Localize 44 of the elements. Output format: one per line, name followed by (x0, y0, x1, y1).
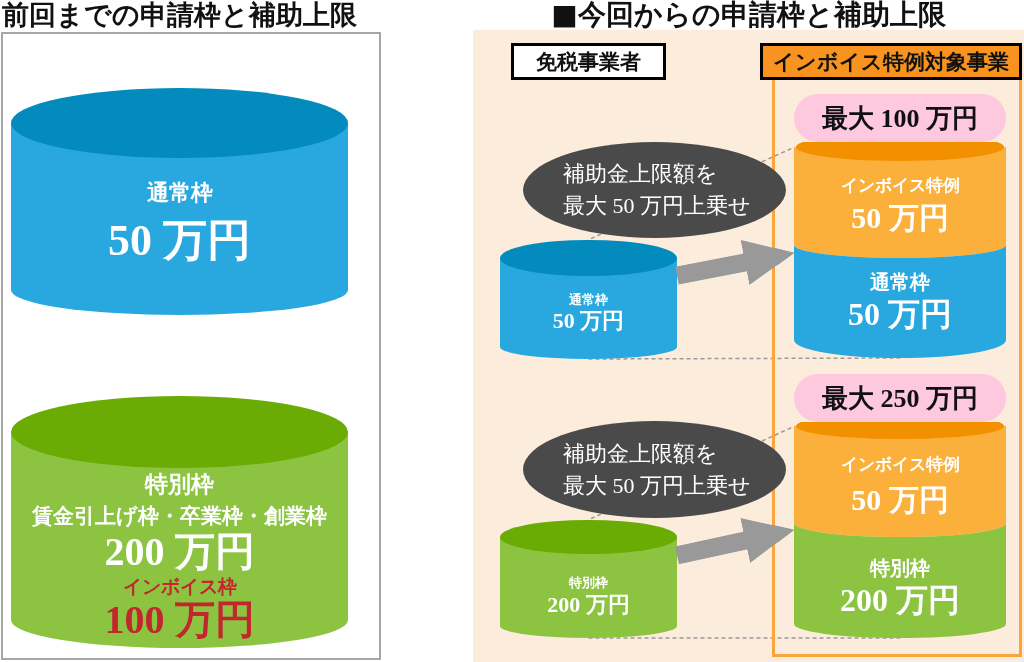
block-arrow (675, 518, 795, 565)
callout-text: 補助金上限額を最大 50 万円上乗せ (563, 160, 751, 220)
frame-name: 特別枠 (870, 556, 930, 580)
cylinder-rim (796, 422, 1004, 439)
cylinder (11, 88, 348, 315)
amount: 50 万円 (552, 307, 625, 334)
block-arrow (675, 239, 795, 286)
amount: 100 万円 (104, 596, 255, 644)
amount: 50 万円 (851, 200, 949, 236)
callout-ellipse (523, 421, 786, 518)
max-amount-pill: 最大 250 万円 (794, 374, 1006, 422)
cylinder-rim (796, 142, 1004, 161)
frame-name: 特別枠 (145, 471, 214, 500)
comparison-panel (473, 0, 1024, 662)
panel-title: ■今回からの申請枠と補助上限 (551, 0, 946, 30)
amount: 200 万円 (104, 528, 255, 576)
max-amount-pill: 最大 100 万円 (794, 94, 1006, 142)
frame-name: インボイス特例 (840, 454, 960, 475)
cylinder (500, 240, 677, 359)
frame-name: インボイス特例 (840, 175, 960, 196)
cylinder-segment (794, 422, 1006, 537)
panel-title: 前回までの申請枠と補助上限 (2, 0, 357, 30)
cylinder-segment (794, 142, 1006, 258)
amount: 200 万円 (840, 580, 960, 619)
frame-name: インボイス枠 (122, 574, 237, 598)
group-frame (760, 43, 1022, 657)
cylinder-segment (794, 523, 1006, 638)
frame-name: 通常枠 (870, 270, 930, 294)
cylinder (500, 520, 677, 638)
amount: 50 万円 (851, 482, 949, 518)
amount: 200 万円 (547, 591, 630, 618)
amount: 50 万円 (108, 214, 251, 267)
column-heading: 免税事業者 (511, 43, 666, 80)
column-heading: インボイス特例対象事業 (760, 43, 1022, 80)
frame-list: 賃金引上げ枠・卒業枠・創業枠 (32, 504, 327, 530)
callout-ellipse (523, 142, 786, 238)
amount: 50 万円 (848, 294, 952, 333)
cylinder (11, 396, 348, 648)
comparison-panel (0, 0, 382, 661)
frame-name: 特別枠 (569, 575, 608, 592)
frame-name: 通常枠 (146, 179, 213, 206)
callout-text: 補助金上限額を最大 50 万円上乗せ (563, 439, 751, 500)
frame-name: 通常枠 (569, 292, 608, 309)
cylinder-segment (794, 245, 1006, 358)
